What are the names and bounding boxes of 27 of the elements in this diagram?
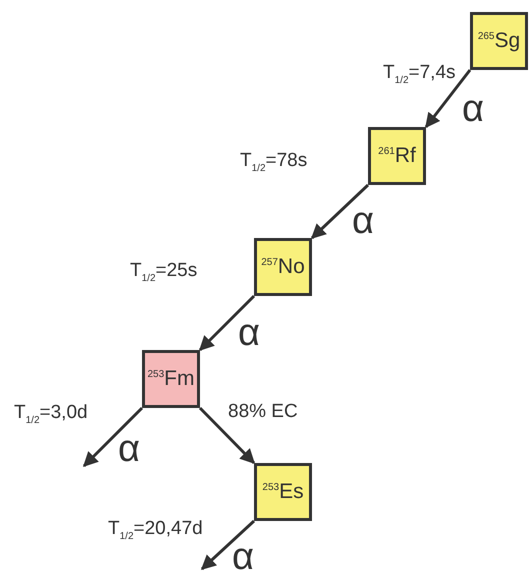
decay-mode-label: 88% EC (228, 402, 298, 421)
decay-mode-label: α (352, 202, 374, 240)
nuclide-box (254, 238, 312, 296)
decay-arrow (200, 520, 256, 570)
nuclide-box (368, 127, 426, 185)
half-life-label: T$_{1/2}$=78s (240, 150, 308, 174)
nuclide-box (470, 12, 528, 70)
decay-arrow (424, 69, 472, 128)
decay-arrow (198, 406, 256, 464)
decay-mode-label: α (238, 314, 260, 352)
decay-arrow (310, 184, 370, 240)
decay-mode-label: α (232, 538, 254, 574)
decay-mode-label: α (462, 90, 484, 128)
decay-mode-label: α (118, 430, 140, 468)
nuclide-symbol: $^{253}$Es (262, 480, 304, 504)
nuclide-symbol: $^{257}$No (261, 255, 305, 279)
half-life-label: T$_{1/2}$=7,4s (383, 62, 456, 86)
decay-arrow (82, 406, 144, 468)
nuclide-symbol: $^{261}$Rf (378, 144, 416, 168)
nuclide-symbol: $^{265}$Sg (478, 29, 520, 53)
decay-arrow (198, 294, 256, 352)
half-life-label: T$_{1/2}$=3,0d (14, 402, 88, 426)
nuclide-box (142, 350, 200, 408)
nuclide-box (254, 463, 312, 521)
nuclide-symbol: $^{253}$Fm (147, 367, 194, 391)
half-life-label: T$_{1/2}$=20,47d (108, 518, 203, 542)
half-life-label: T$_{1/2}$=25s (130, 260, 198, 284)
